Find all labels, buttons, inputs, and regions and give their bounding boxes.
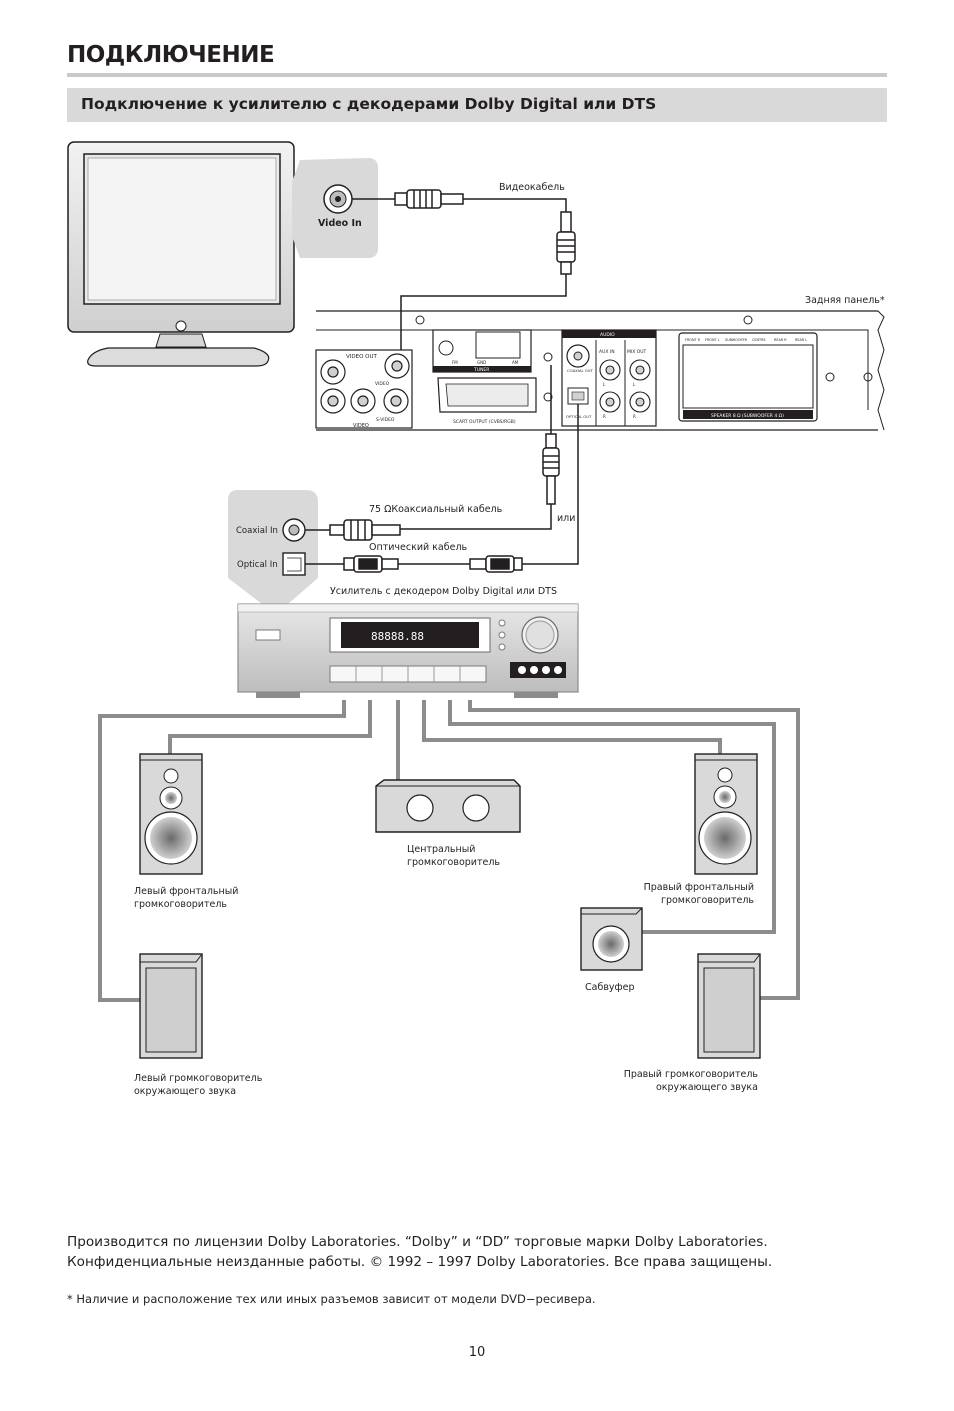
amp-input-callout: Coaxial In Optical In — [228, 490, 318, 604]
left-front-label-2: громкоговоритель — [134, 899, 227, 910]
svg-text:SPEAKER 8 Ω (SUBWOOFER 4 Ω): SPEAKER 8 Ω (SUBWOOFER 4 Ω) — [711, 413, 784, 419]
svg-text:FM: FM — [452, 360, 458, 365]
page-number: 10 — [468, 1345, 486, 1360]
svg-text:S-VIDEO: S-VIDEO — [376, 417, 395, 423]
license-note-line-2: Конфиденциальные неизданные работы. © 19… — [67, 1254, 773, 1270]
rear-panel: Задняя панель* VIDEO OUT VIDEO S-VIDEO V… — [315, 295, 885, 431]
right-front-label-2: громкоговоритель — [661, 895, 754, 906]
rear-panel-label: Задняя панель* — [805, 295, 885, 306]
svg-text:VIDEO: VIDEO — [353, 423, 369, 429]
page-title: ПОДКЛЮЧЕНИЕ — [67, 42, 275, 68]
speaker-wires — [98, 700, 800, 1002]
license-note: Производится по лицензии Dolby Laborator… — [67, 1232, 897, 1272]
license-note-line-1: Производится по лицензии Dolby Laborator… — [67, 1234, 768, 1250]
optical-in-label: Optical In — [237, 560, 278, 570]
left-surround-speaker — [139, 953, 203, 1059]
coaxial-cable — [305, 519, 401, 541]
amplifier: 88888.88 — [237, 603, 579, 698]
right-surround-label-2: окружающего звука — [656, 1082, 758, 1093]
svg-text:AM: AM — [512, 360, 519, 365]
svg-text:FRONT R: FRONT R — [685, 338, 701, 342]
coaxial-in-label: Coaxial In — [236, 526, 278, 536]
right-front-label-1: Правый фронтальный — [644, 882, 754, 893]
subwoofer-label: Сабвуфер — [585, 982, 635, 993]
svg-text:SCART OUTPUT (CVBS/RGB): SCART OUTPUT (CVBS/RGB) — [453, 419, 516, 425]
connector-footnote: * Наличие и расположение тех или иных ра… — [67, 1292, 596, 1306]
svg-text:REAR L: REAR L — [795, 338, 807, 342]
tv-video-in-callout: Video In — [292, 158, 378, 258]
center-speaker — [375, 779, 521, 833]
video-cable-label: Видеокабель — [499, 182, 565, 193]
svg-text:R: R — [603, 414, 606, 419]
svg-text:VIDEO: VIDEO — [375, 381, 390, 387]
center-label-1: Центральный — [407, 844, 475, 855]
svg-text:OPTICAL OUT: OPTICAL OUT — [566, 414, 592, 419]
amp-optical-in-port[interactable] — [282, 552, 306, 576]
svg-text:GND: GND — [477, 360, 486, 365]
video-in-label: Video In — [318, 218, 362, 229]
right-surround-label-1: Правый громкоговоритель — [624, 1069, 759, 1080]
svg-text:TUNER: TUNER — [473, 367, 489, 373]
left-front-label-1: Левый фронтальный — [134, 886, 238, 897]
svg-text:MIX OUT: MIX OUT — [627, 349, 647, 355]
right-surround-speaker — [697, 953, 761, 1059]
svg-text:REAR R: REAR R — [774, 338, 787, 342]
coaxial-cable-label: 75 ΩКоаксиальный кабель — [369, 504, 503, 515]
tv-monitor — [67, 141, 295, 367]
svg-text:COAXIAL OUT: COAXIAL OUT — [567, 368, 594, 373]
svg-text:SUBWOOFER: SUBWOOFER — [725, 338, 748, 342]
svg-text:CENTRE: CENTRE — [752, 338, 766, 342]
svg-text:R: R — [633, 414, 636, 419]
svg-text:L: L — [633, 382, 636, 387]
left-front-speaker — [139, 753, 203, 875]
right-front-speaker — [694, 753, 758, 875]
svg-text:FRONT L: FRONT L — [705, 338, 720, 342]
title-rule — [67, 73, 887, 77]
subwoofer — [580, 907, 643, 971]
digital-cables — [400, 365, 579, 565]
amp-display: 88888.88 — [371, 630, 424, 643]
svg-text:AUX IN: AUX IN — [599, 349, 615, 355]
section-header: Подключение к усилителю с декодерами Dol… — [67, 88, 887, 122]
optical-cable — [305, 555, 523, 573]
left-surround-label-1: Левый громкоговоритель — [134, 1073, 263, 1084]
svg-text:L: L — [603, 382, 606, 387]
or-label: или — [557, 513, 575, 524]
optical-cable-label: Оптический кабель — [369, 542, 468, 553]
video-cable — [352, 189, 576, 358]
left-surround-label-2: окружающего звука — [134, 1086, 236, 1097]
amplifier-label: Усилитель с декодером Dolby Digital или … — [330, 586, 557, 597]
center-label-2: громкоговоритель — [407, 857, 500, 868]
svg-text:AUDIO: AUDIO — [600, 332, 615, 338]
section-title: Подключение к усилителю с декодерами Dol… — [81, 95, 657, 113]
svg-text:VIDEO OUT: VIDEO OUT — [346, 354, 378, 360]
